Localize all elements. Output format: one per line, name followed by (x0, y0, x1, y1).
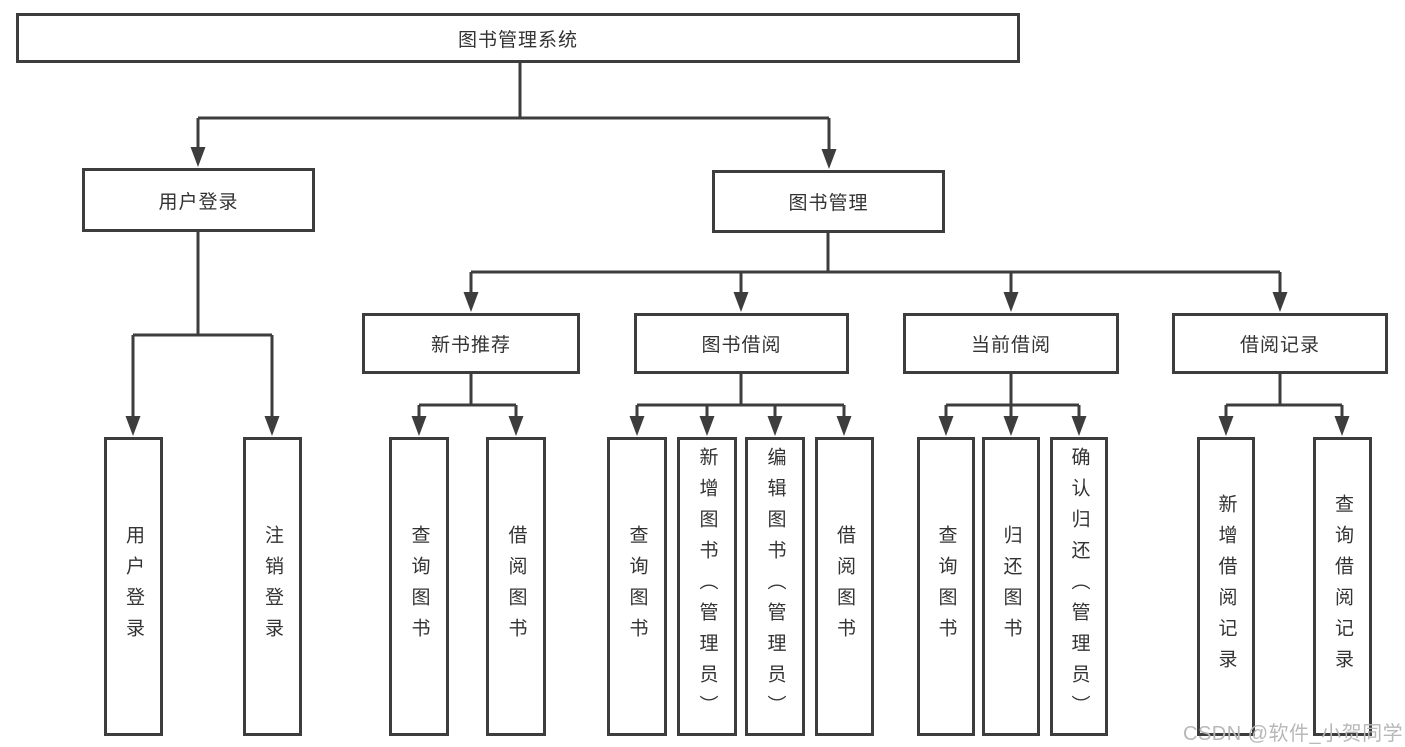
node-label: 编辑图书（管理员） (764, 447, 786, 726)
leaf-current-return-books: 归还图书 (982, 437, 1040, 736)
node-new-book-recommend: 新书推荐 (362, 313, 580, 374)
node-book-borrow: 图书借阅 (634, 313, 849, 374)
leaf-records-add: 新增借阅记录 (1197, 437, 1255, 736)
arrow-head (1272, 292, 1288, 312)
leaf-newbook-query-books: 查询图书 (389, 437, 449, 736)
arrow-head (1003, 292, 1019, 312)
leaf-borrow-add-books-admin: 新增图书（管理员） (677, 437, 737, 736)
leaf-user-login: 用户登录 (104, 437, 163, 736)
node-label: 查询借阅记录 (1332, 493, 1353, 680)
node-label: 当前借阅 (970, 335, 1051, 356)
node-label: 用户登录 (158, 191, 239, 213)
node-label: 新增借阅记录 (1215, 493, 1237, 680)
connector-arrows (125, 118, 1350, 436)
node-label: 借阅记录 (1239, 335, 1320, 356)
node-label: 新增图书（管理员） (696, 447, 718, 726)
node-label: 新书推荐 (430, 335, 511, 356)
node-current-borrow: 当前借阅 (903, 313, 1119, 374)
leaf-borrow-edit-books-admin: 编辑图书（管理员） (745, 437, 805, 736)
leaf-current-query-books: 查询图书 (917, 437, 975, 736)
leaf-newbook-borrow-books: 借阅图书 (486, 437, 546, 736)
node-book-management: 图书管理 (712, 170, 945, 233)
node-user-login: 用户登录 (82, 168, 315, 232)
arrow-head (767, 416, 783, 436)
node-label: 查询图书 (935, 524, 957, 649)
arrow-head (821, 149, 837, 169)
leaf-borrow-borrow-books: 借阅图书 (815, 437, 874, 736)
arrow-head (699, 416, 715, 436)
arrow-head (836, 416, 852, 436)
leaf-records-query: 查询借阅记录 (1313, 437, 1372, 736)
leaf-logout: 注销登录 (243, 437, 302, 736)
node-label: 用户登录 (123, 524, 144, 649)
arrow-head (1334, 416, 1350, 436)
leaf-current-confirm-return-admin: 确认归还（管理员） (1050, 437, 1108, 736)
node-label: 注销登录 (262, 524, 283, 649)
node-label: 查询图书 (626, 524, 648, 649)
arrow-head (938, 416, 954, 436)
arrow-head (463, 292, 479, 312)
arrow-head (1071, 416, 1087, 436)
arrow-head (508, 416, 524, 436)
node-label: 图书管理系统 (457, 29, 578, 51)
arrow-head (629, 416, 645, 436)
node-label: 确认归还（管理员） (1068, 447, 1090, 726)
node-label: 图书管理 (788, 193, 869, 214)
node-label: 借阅图书 (505, 524, 527, 649)
node-label: 归还图书 (1000, 524, 1022, 649)
node-label: 借阅图书 (834, 524, 855, 649)
leaf-borrow-query-books: 查询图书 (607, 437, 667, 736)
arrow-head (125, 416, 141, 436)
arrow-head (733, 292, 749, 312)
csdn-watermark: CSDN @软件_小贺同学 (1183, 723, 1404, 745)
node-borrow-records: 借阅记录 (1172, 313, 1388, 374)
node-root: 图书管理系统 (16, 13, 1020, 63)
arrow-head (411, 416, 427, 436)
arrow-head (190, 147, 206, 167)
node-label: 图书借阅 (701, 335, 782, 356)
arrow-head (264, 416, 280, 436)
arrow-head (1218, 416, 1234, 436)
node-label: 查询图书 (408, 524, 430, 649)
arrow-head (1003, 416, 1019, 436)
